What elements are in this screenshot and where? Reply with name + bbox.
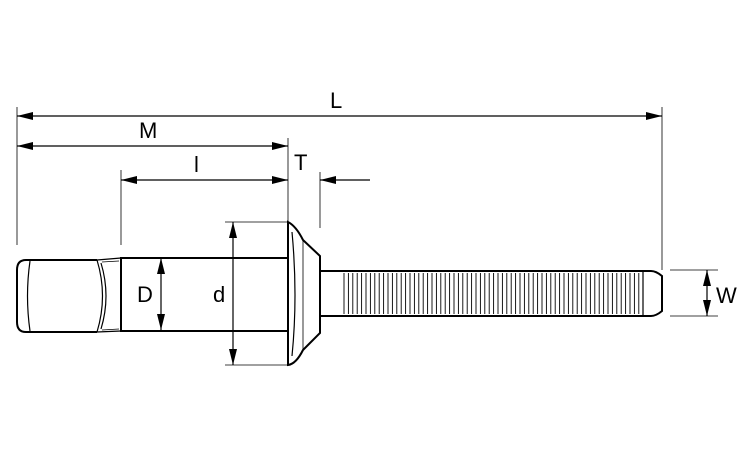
dimension-L <box>17 112 662 120</box>
label-d: d <box>213 282 225 307</box>
label-L: L <box>330 88 342 113</box>
dimension-D <box>157 258 165 330</box>
mandrel-grooves <box>343 273 640 314</box>
dimension-d <box>229 222 237 365</box>
label-l: l <box>194 152 199 177</box>
label-D: D <box>137 282 153 307</box>
rivet-body <box>16 220 663 367</box>
dimension-l <box>121 176 288 184</box>
dimension-M <box>17 142 288 150</box>
dimension-W <box>703 270 711 316</box>
label-W: W <box>716 283 737 308</box>
extension-lines <box>16 107 718 366</box>
label-T: T <box>294 150 307 175</box>
label-M: M <box>139 118 157 143</box>
dimension-T <box>320 176 370 184</box>
